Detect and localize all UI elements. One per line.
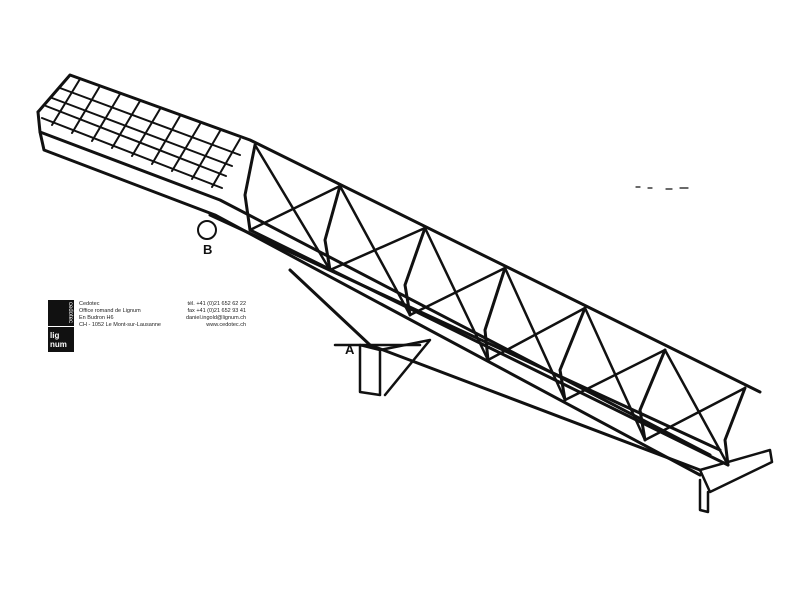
logo-block-text: lig num (48, 327, 74, 352)
contact-line: Office romand de Lignum (79, 308, 141, 314)
deck-outline (36, 73, 762, 477)
contact-line: Cedotec (79, 301, 100, 307)
contact-website: www.cedotec.ch (206, 322, 247, 328)
label-a: A (345, 342, 355, 357)
contact-email: daniel.ingold@lignum.ch (186, 315, 247, 321)
logo-vertical-text: cedotec (67, 302, 73, 324)
contact-details: tél. +41 (0)21 652 62 22 fax +41 (0)21 6… (186, 301, 246, 329)
pier-a (333, 338, 432, 397)
lignum-logo: cedotec lig num (48, 300, 74, 352)
deck-grid (41, 78, 241, 189)
label-b: B (203, 242, 213, 257)
contact-line: CH - 1052 Le Mont-sur-Lausanne (79, 322, 161, 328)
abutment (698, 448, 774, 514)
contact-address: Cedotec Office romand de Lignum En Budro… (79, 301, 161, 329)
contact-line: En Budron H6 (79, 315, 114, 321)
logo-top-block: cedotec (48, 300, 74, 326)
diagonal-bracing (248, 143, 747, 467)
truss-frames (243, 143, 747, 467)
bearing-b (197, 220, 217, 240)
speck-marks (635, 186, 689, 190)
contact-phone: tél. +41 (0)21 652 62 22 (187, 301, 247, 307)
contact-fax: fax +41 (0)21 652 93 41 (187, 308, 247, 314)
